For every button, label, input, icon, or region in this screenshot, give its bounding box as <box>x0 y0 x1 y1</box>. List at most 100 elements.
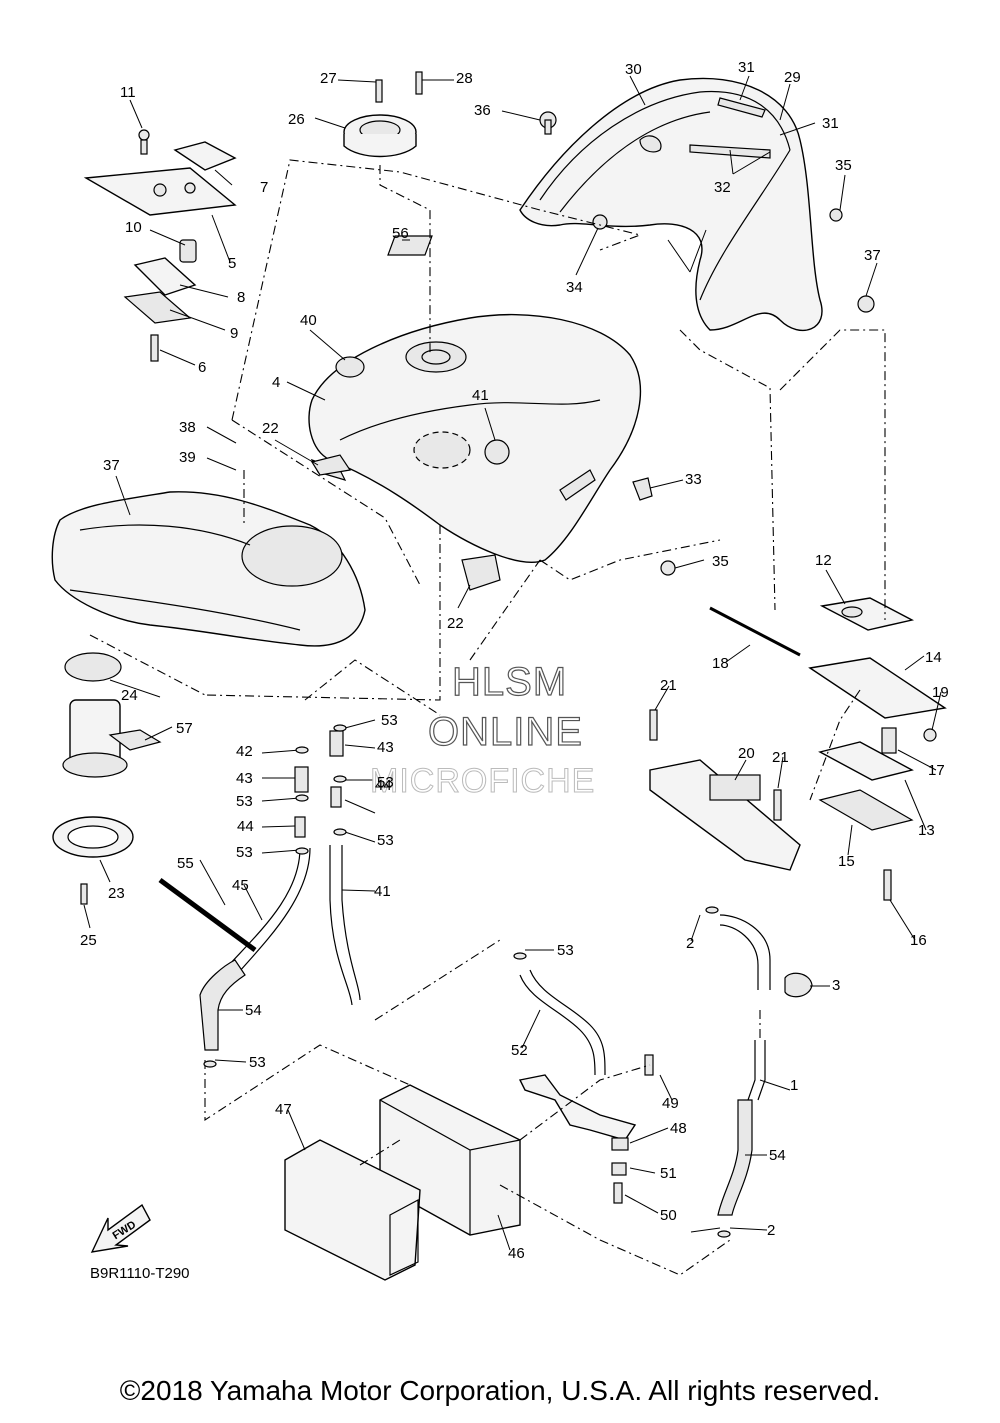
clip-22-top <box>311 454 352 476</box>
strap-55 <box>158 877 257 953</box>
o-ring-24 <box>64 652 122 682</box>
hose-52 <box>519 969 606 1076</box>
callout-23: 23 <box>108 885 125 902</box>
callout-5: 5 <box>228 255 236 272</box>
callout-54: 54 <box>769 1147 786 1164</box>
callout-37: 37 <box>103 457 120 474</box>
nut-19 <box>923 728 937 742</box>
callout-42: 42 <box>236 743 253 760</box>
callout-39: 39 <box>179 449 196 466</box>
callout-2: 2 <box>686 935 694 952</box>
callout-24: 24 <box>121 687 138 704</box>
callout-3: 3 <box>832 977 840 994</box>
bolt-11 <box>138 129 150 155</box>
hose-1-lower <box>747 1040 766 1101</box>
damper-7 <box>173 141 237 171</box>
callout-9: 9 <box>230 325 238 342</box>
callout-41: 41 <box>374 883 391 900</box>
callout-22: 22 <box>262 420 279 437</box>
callout-53: 53 <box>381 712 398 729</box>
callout-53: 53 <box>377 774 394 791</box>
callout-14: 14 <box>925 649 942 666</box>
plate-23 <box>52 816 134 858</box>
callout-56: 56 <box>392 225 409 242</box>
callout-43: 43 <box>377 739 394 756</box>
callout-52: 52 <box>511 1042 528 1059</box>
damper-8 <box>133 257 197 296</box>
callout-34: 34 <box>566 279 583 296</box>
callout-32: 32 <box>714 179 731 196</box>
callout-53: 53 <box>557 942 574 959</box>
callout-36: 36 <box>474 102 491 119</box>
callout-18: 18 <box>712 655 729 672</box>
callout-19: 19 <box>932 684 949 701</box>
ecu-bracket <box>649 759 801 871</box>
tank-cover <box>51 491 366 647</box>
bracket-5 <box>83 167 237 216</box>
callout-55: 55 <box>177 855 194 872</box>
fuel-pump <box>62 699 162 778</box>
bolt-25 <box>80 883 88 905</box>
bolt-6 <box>150 334 159 362</box>
callout-27: 27 <box>320 70 337 87</box>
callout-47: 47 <box>275 1101 292 1118</box>
callout-17: 17 <box>928 762 945 779</box>
callout-31: 31 <box>822 115 839 132</box>
callout-46: 46 <box>508 1245 525 1262</box>
callout-50: 50 <box>660 1207 677 1224</box>
watermark-line-1: HLSM <box>452 660 567 704</box>
callout-40: 40 <box>300 312 317 329</box>
diagram-code: B9R1110-T290 <box>90 1265 190 1282</box>
hose-54-right <box>717 1099 753 1216</box>
plate-15 <box>818 789 914 831</box>
callout-53: 53 <box>249 1054 266 1071</box>
callout-30: 30 <box>625 61 642 78</box>
watermark-line-2: ONLINE <box>428 710 583 754</box>
callout-44: 44 <box>237 818 254 835</box>
callout-45: 45 <box>232 877 249 894</box>
nut-48 <box>611 1137 629 1151</box>
clamp-3 <box>784 972 813 998</box>
clips-53 <box>203 724 731 1238</box>
callout-16: 16 <box>910 932 927 949</box>
damper-12 <box>819 597 915 631</box>
collar-51 <box>611 1162 627 1176</box>
callout-7: 7 <box>260 179 268 196</box>
fitting-44-right <box>330 786 342 808</box>
fwd-arrow: FWD <box>90 1203 151 1253</box>
callout-53: 53 <box>236 844 253 861</box>
callout-38: 38 <box>179 419 196 436</box>
clip-34 <box>632 477 653 501</box>
callout-37: 37 <box>864 247 881 264</box>
plate-9 <box>123 291 192 324</box>
grommet-35-mid <box>660 560 676 576</box>
callout-29: 29 <box>784 69 801 86</box>
callout-48: 48 <box>670 1120 687 1137</box>
hose-1 <box>719 914 771 990</box>
callout-28: 28 <box>456 70 473 87</box>
callout-31: 31 <box>738 59 755 76</box>
bolt-21-left <box>649 709 658 741</box>
callout-49: 49 <box>662 1095 679 1112</box>
hose-42 <box>329 845 361 1006</box>
callout-12: 12 <box>815 552 832 569</box>
callout-8: 8 <box>237 289 245 306</box>
callout-33: 33 <box>685 471 702 488</box>
callout-53: 53 <box>377 832 394 849</box>
grommet-35-top <box>592 214 608 230</box>
callout-41: 41 <box>472 387 489 404</box>
hose-54-left <box>199 959 246 1051</box>
bracket-48 <box>518 1074 637 1141</box>
callout-10: 10 <box>125 219 142 236</box>
label-sticker <box>387 235 433 256</box>
bolt-21-right <box>773 789 782 821</box>
clip-22-bottom <box>461 554 501 591</box>
tank-cap <box>343 71 423 158</box>
bolt-49 <box>644 1054 654 1076</box>
fitting-44-left <box>294 816 306 838</box>
callout-15: 15 <box>838 853 855 870</box>
clip-37-right <box>857 295 875 313</box>
bolt-16 <box>883 869 892 901</box>
callout-51: 51 <box>660 1165 677 1182</box>
watermark-line-3: MICROFICHE <box>370 762 595 800</box>
